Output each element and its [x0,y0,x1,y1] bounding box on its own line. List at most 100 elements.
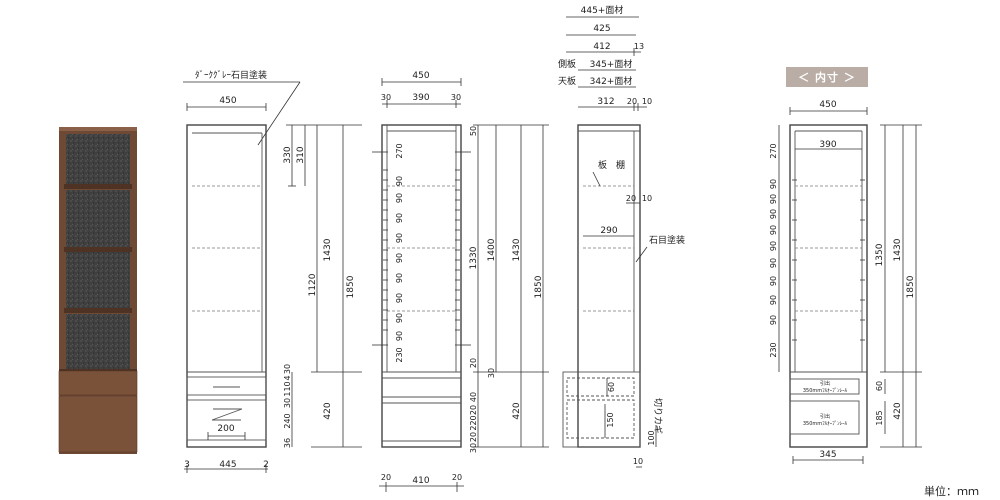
front-dim-1850: 1850 [346,275,356,298]
inner-drawer-upper [789,378,860,395]
front-dim-310: 310 [296,146,306,163]
section-dim-90-7: 90 [395,293,404,303]
section-outline [381,124,462,448]
side-t-425: 425 [593,24,610,34]
side-t-20: 20 [627,97,637,106]
section-r-20b: 20 [469,405,478,415]
section-b-20a: 20 [381,473,391,482]
side-t-412: 412 [593,42,610,52]
inner-dim-90-3: 90 [769,209,778,219]
section-w-390: 390 [412,93,429,103]
inner-drawer-note-1: 350mmﾌﾙｵｰﾌﾟﾝﾚｰﾙ [803,387,848,394]
inner-dim-90-5: 90 [769,241,778,251]
front-bottom-3: 3 [184,460,190,470]
shelf-board-3 [64,308,132,313]
inner-drawer-lower [789,400,860,435]
inner-dim-270: 270 [769,143,778,158]
inner-r-60: 60 [875,381,884,391]
front-dim-330: 330 [283,146,293,163]
side-t-345: 345+面材 [590,58,633,70]
inner-pins [792,179,865,341]
section-b-410: 410 [412,476,429,486]
side-outline [577,124,641,448]
section-r-40: 40 [469,392,478,402]
shelf-back-panel-1 [66,134,130,184]
inner-view: 450 390 270 90 90 90 90 90 90 9 [769,100,922,464]
section-dim-270: 270 [395,143,404,158]
shelf-board-label: 板 棚 [598,159,625,171]
side-drawer-upper [566,377,635,397]
side-drawer-lower [566,399,635,439]
section-dim-90-3: 90 [395,213,404,223]
inner-dim-90-7: 90 [769,276,778,286]
inner-dim-90-9: 90 [769,315,778,325]
section-view: 450 30 390 30 [372,71,549,492]
side-t-445: 445+面材 [581,4,624,16]
inner-dimensions-tag: ＜ 内寸 ＞ [786,67,868,87]
handle-width-200: 200 [217,424,234,434]
drawer-lower [58,395,138,453]
section-b-20b: 20 [452,473,462,482]
section-r-50: 50 [469,126,478,136]
inner-drawer-note-2: 350mmﾌﾙｵｰﾌﾟﾝﾚｰﾙ [803,420,848,427]
shelf-pins-right [455,151,471,346]
side-m-10: 10 [642,194,652,203]
side-drawer-box [562,371,641,448]
side-dr-100: 100 [647,430,656,445]
product-photo [58,127,138,454]
section-r-420: 420 [512,402,522,419]
side-view: 445+面材 425 412 13 側板 345+面材 天板 342+面材 31… [558,4,685,468]
section-w-30b: 30 [451,93,461,102]
drawer-upper [58,370,138,396]
inner-r-1430: 1430 [893,238,903,261]
section-dim-90-5: 90 [395,253,404,263]
front-dim-30b: 30 [283,398,292,408]
front-drawer-lower [186,399,267,441]
inner-r-1850: 1850 [906,275,916,298]
front-dim-420: 420 [323,402,333,419]
front-width-450: 450 [219,96,236,106]
section-r-1330: 1330 [469,246,479,269]
front-dim-240: 240 [283,413,292,428]
section-dim-90-1: 90 [395,176,404,186]
inner-r-420: 420 [893,402,903,419]
inner-width-450: 450 [819,100,836,110]
section-r-20c: 20 [469,432,478,442]
front-dim-30: 30 [283,364,292,374]
section-dim-90-4: 90 [395,233,404,243]
shelf-board-1 [64,184,132,189]
front-dim-1120: 1120 [308,273,318,296]
section-r-20a: 20 [469,358,478,368]
section-r-1430: 1430 [512,238,522,261]
shelf-back-panel-3 [66,252,130,308]
shelf-back-panel-4 [66,314,130,369]
base-divider [59,369,137,371]
shelf-back-panel-2 [66,190,130,247]
section-dim-90-6: 90 [395,273,404,283]
inner-outline [789,124,868,448]
inner-dim-90-1: 90 [769,179,778,189]
cabinet-top-edge [59,127,137,131]
side-w-290: 290 [600,226,617,236]
inner-dim-90-2: 90 [769,194,778,204]
section-dim-90-2: 90 [395,193,404,203]
stone-finish-label: 石目塗装 [649,234,685,246]
section-r-220: 220 [469,415,478,430]
inner-dim-90-4: 90 [769,225,778,235]
top-panel-label: 天板 [558,75,576,87]
side-b-10: 10 [633,457,643,466]
section-r-1400: 1400 [487,238,497,261]
shelf-board-2 [64,247,132,252]
side-t-10: 10 [642,97,652,106]
front-view: 450 ﾀﾞｰｸｸﾞﾚｰ石目塗装 200 3 445 2 [183,69,362,473]
front-dim-4: 4 [283,375,292,380]
section-width-450: 450 [412,71,429,81]
inner-dim-230: 230 [769,342,778,357]
front-drawer-upper [186,376,267,396]
side-dr-150: 150 [606,412,615,427]
side-t-13: 13 [634,42,644,51]
kirikagi-label: 切りカギ [652,398,663,434]
front-dim-36: 36 [283,438,292,448]
inner-drawer-label-2: 引出 [820,413,830,420]
